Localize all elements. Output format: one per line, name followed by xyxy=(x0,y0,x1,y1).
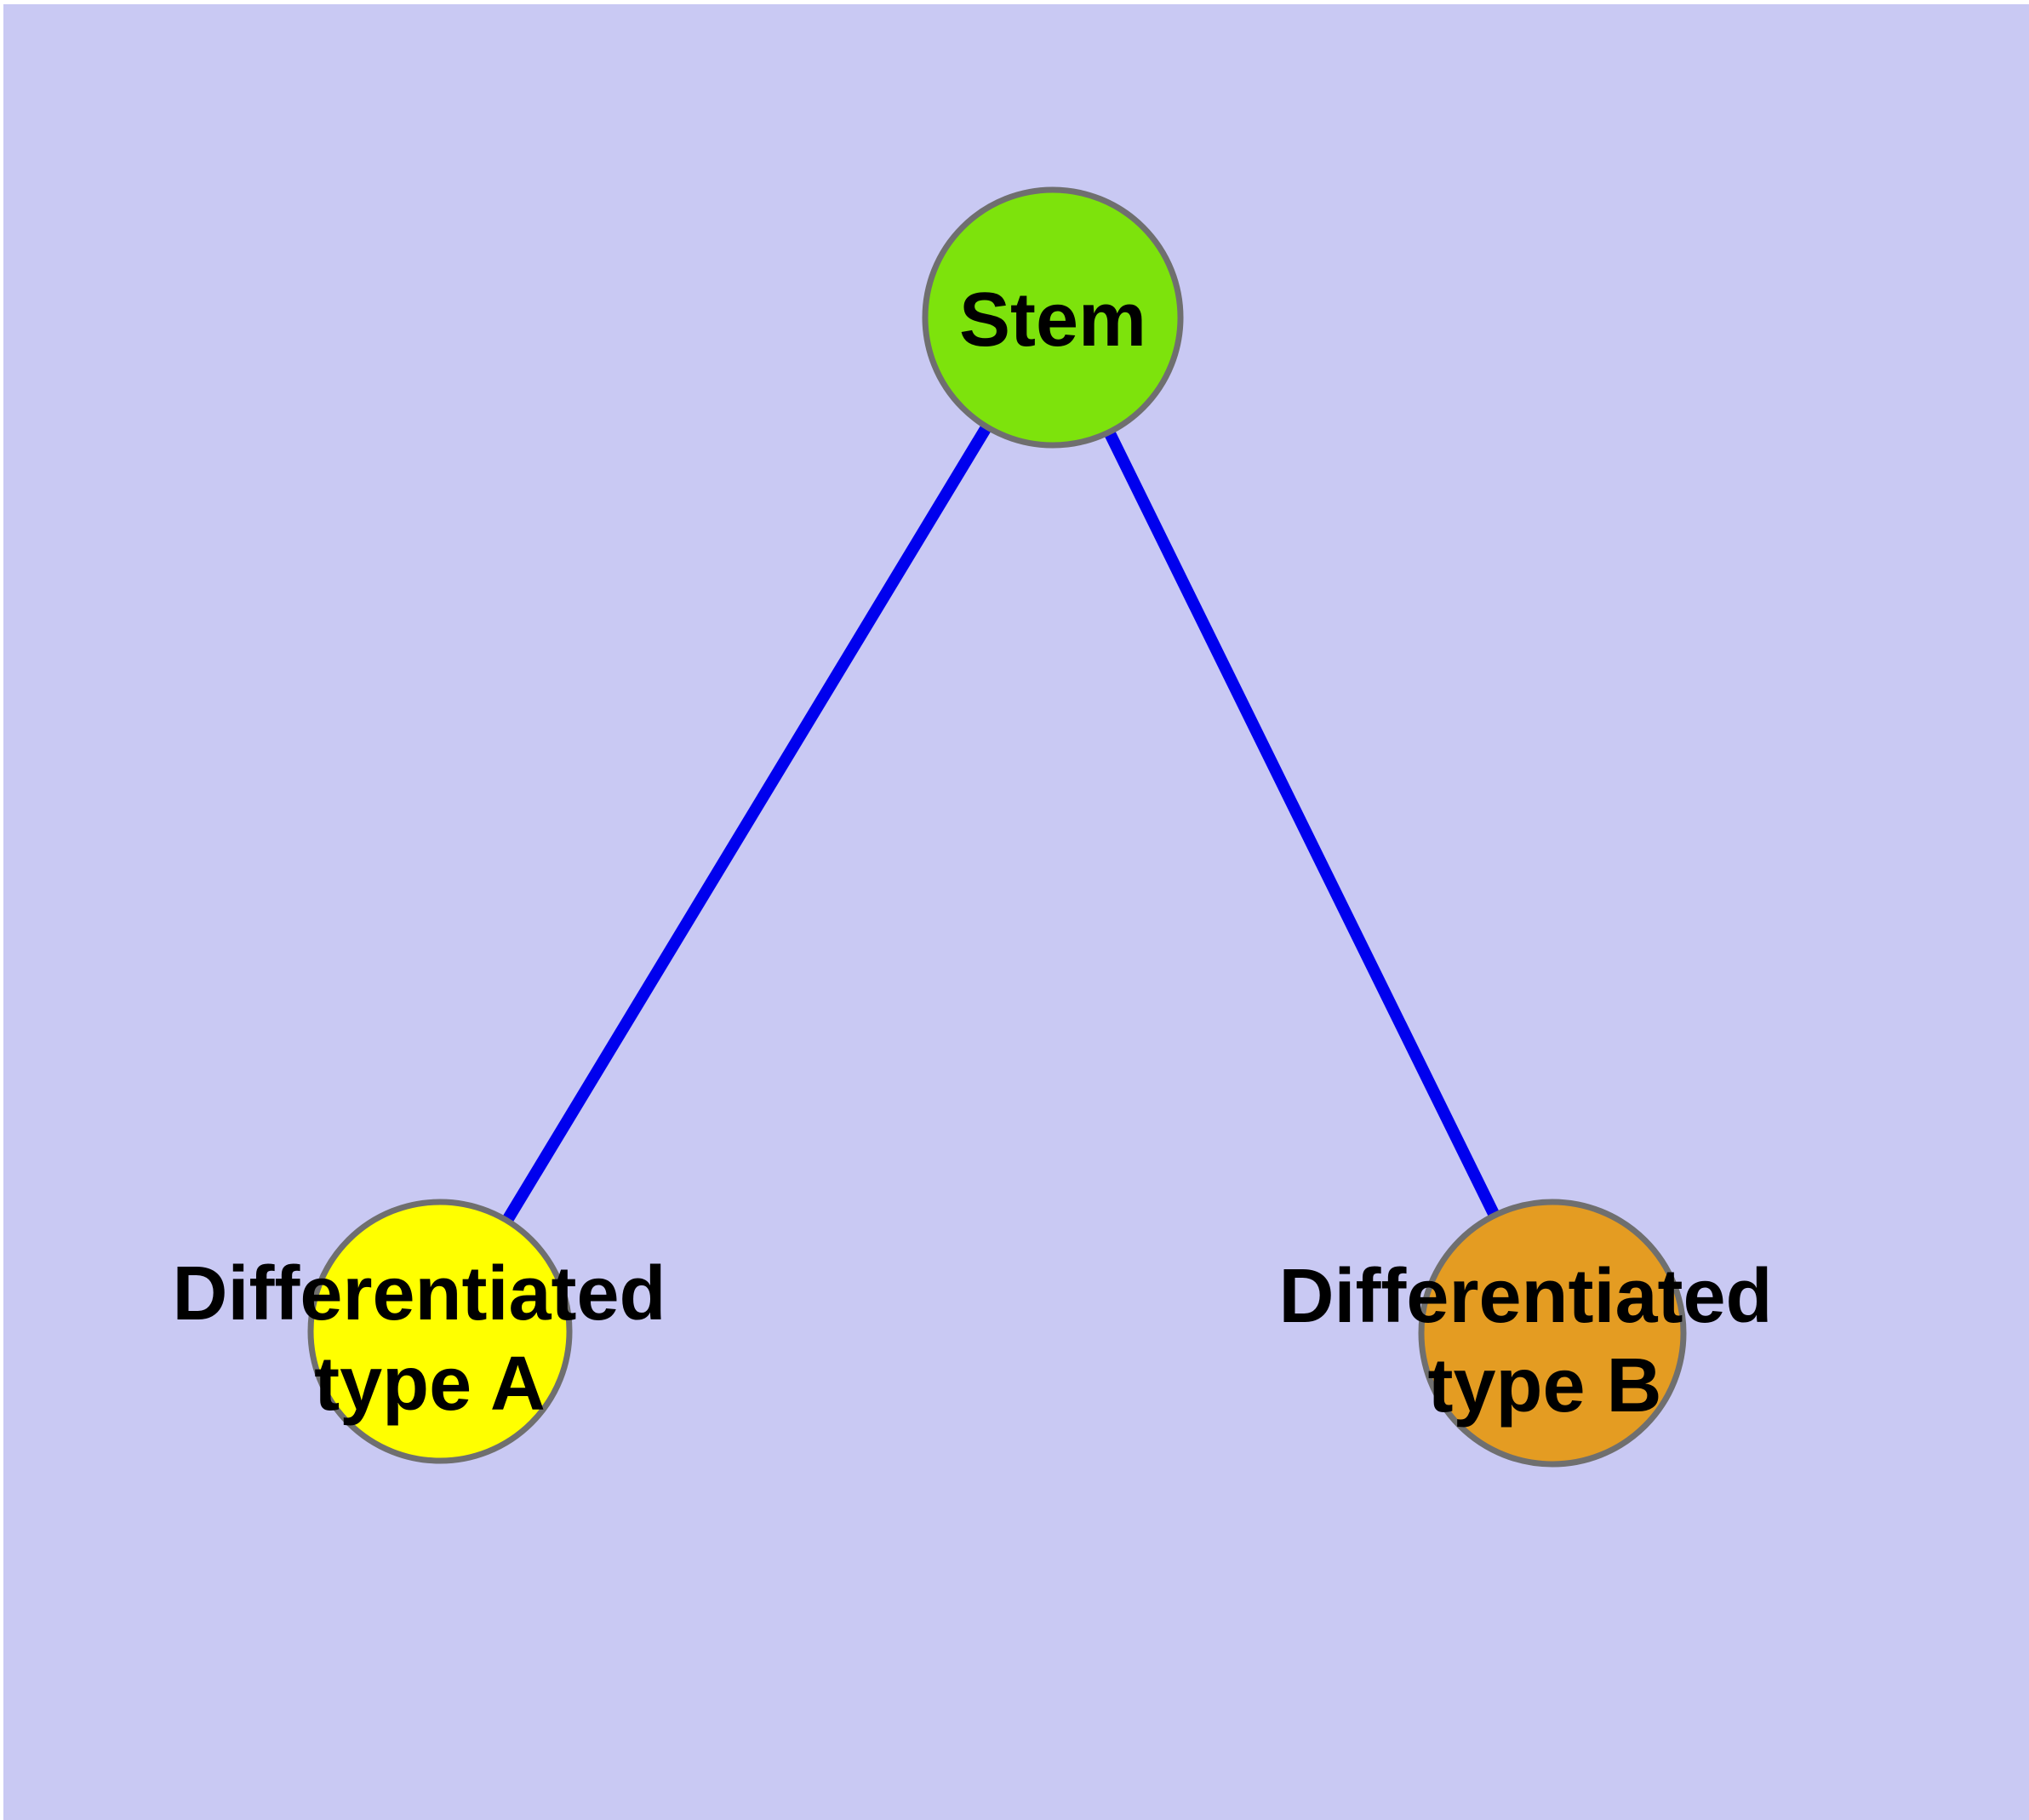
differentiated-type-b-label-line-1: Differentiated xyxy=(1278,1254,1772,1339)
differentiated-type-a-node xyxy=(307,1199,573,1464)
differentiated-type-a-node-label: Differentiated type A xyxy=(172,1251,687,1427)
differentiated-type-b-node xyxy=(1418,1199,1687,1468)
edge-stem-to-differentiated-type-b xyxy=(1047,314,1558,1336)
differentiated-type-b-label-line-2: type B xyxy=(1427,1343,1661,1428)
differentiated-type-b-node-label: Differentiated type B xyxy=(1278,1254,1793,1428)
stem-node xyxy=(922,186,1184,449)
differentiated-type-a-label-line-2: type A xyxy=(314,1342,546,1427)
stem-node-label: Stem xyxy=(959,278,1146,363)
differentiated-type-a-label-line-1: Differentiated xyxy=(172,1251,666,1336)
edge-stem-to-differentiated-type-a xyxy=(435,314,1058,1335)
